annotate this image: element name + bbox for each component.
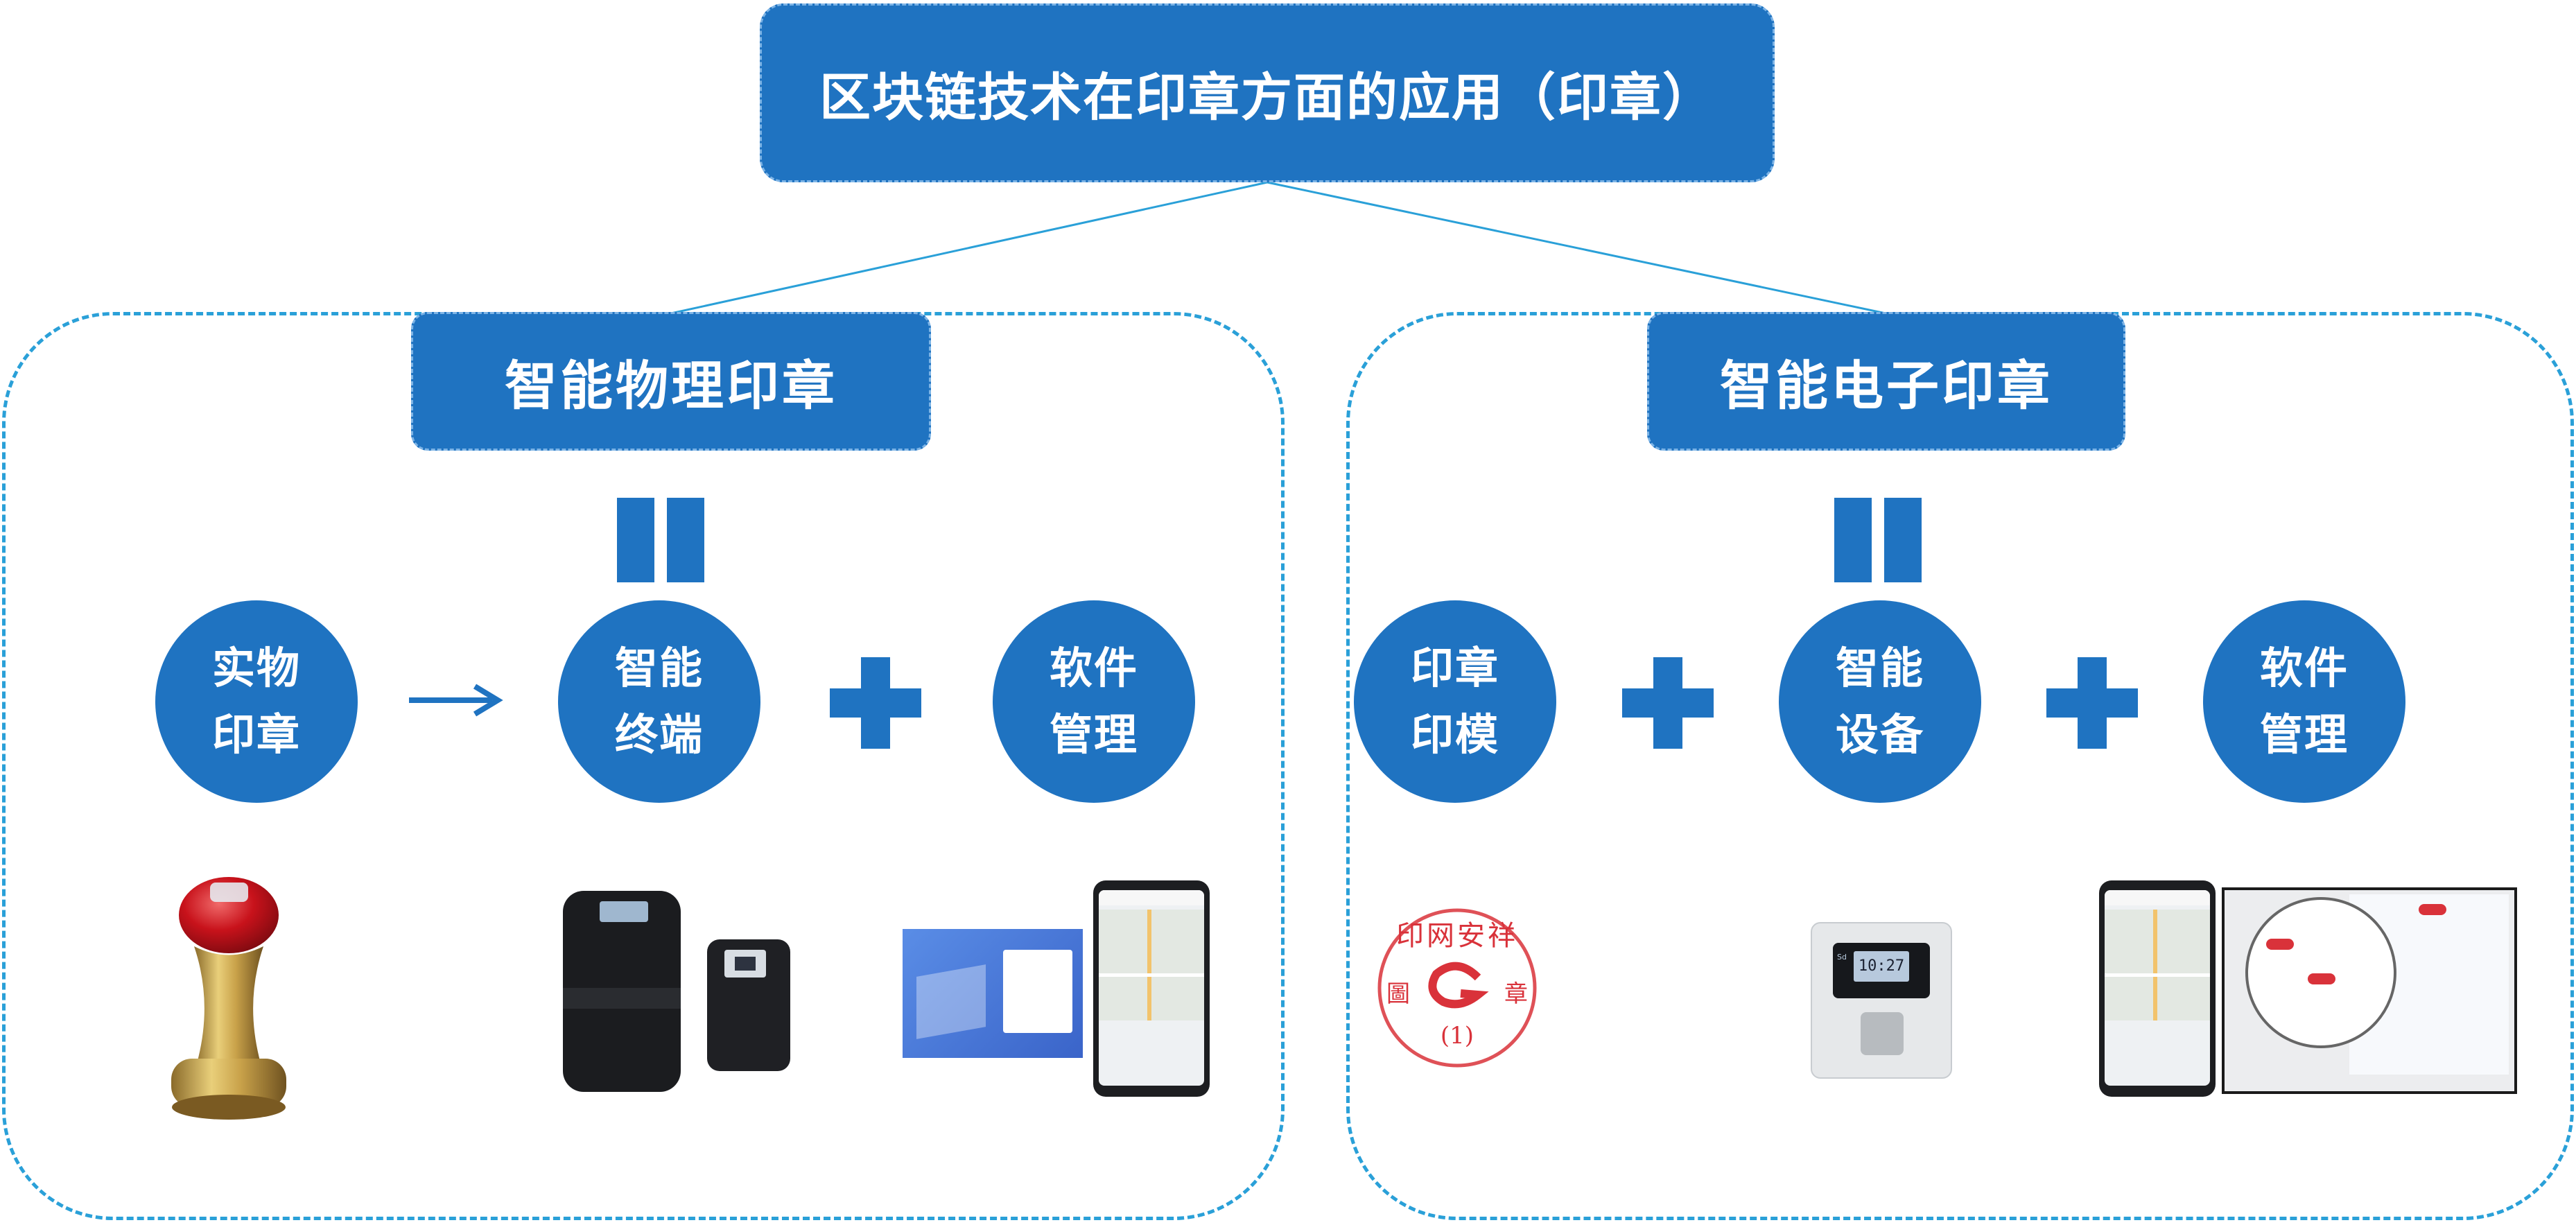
right-panel-heading: 智能电子印章 xyxy=(1720,355,2053,417)
circle-label-line1: 软件 xyxy=(1049,642,1138,693)
device-screen-time: 10:27 xyxy=(1858,957,1905,975)
smart-terminal-image xyxy=(563,891,790,1092)
seal-text-top: 印网安祥 xyxy=(1396,920,1518,952)
software-screen-image xyxy=(903,929,1083,1058)
circle-label-line1: 智能 xyxy=(614,642,704,693)
main-title-box: 区块链技术在印章方面的应用（印章） xyxy=(760,3,1775,182)
circle-label-line2: 管理 xyxy=(2259,709,2349,760)
phone-map-image-left xyxy=(1093,880,1210,1097)
monitor-image xyxy=(2222,887,2517,1094)
circle-label-line2: 终端 xyxy=(614,709,704,760)
seal-text-left: 圖 xyxy=(1386,980,1410,1008)
plus-icon-left xyxy=(830,657,921,749)
left-panel-heading-box: 智能物理印章 xyxy=(411,312,931,451)
circle-label-line1: 印章 xyxy=(1410,642,1499,693)
circle-label-line2: 设备 xyxy=(1835,709,1924,760)
circle-label-line2: 管理 xyxy=(1049,709,1138,760)
circle-seal-impression: 印章 印模 xyxy=(1354,600,1556,803)
circle-software-management-right: 软件 管理 xyxy=(2203,600,2405,803)
phone-map-image-right xyxy=(2099,880,2216,1097)
circle-label-line2: 印模 xyxy=(1410,709,1499,760)
circle-label-line2: 印章 xyxy=(211,709,301,760)
physical-stamp-image xyxy=(171,877,286,1120)
plus-icon-right-1 xyxy=(1622,657,1714,749)
right-panel-heading-box: 智能电子印章 xyxy=(1647,312,2125,451)
left-panel-heading: 智能物理印章 xyxy=(505,355,837,417)
circle-label-line1: 实物 xyxy=(211,642,301,693)
circle-software-management-left: 软件 管理 xyxy=(993,600,1195,803)
plus-icon-right-2 xyxy=(2046,657,2138,749)
main-title: 区块链技术在印章方面的应用（印章） xyxy=(819,67,1715,128)
circle-label-line1: 软件 xyxy=(2259,642,2349,693)
circle-label-line1: 智能 xyxy=(1835,642,1924,693)
circle-smart-terminal: 智能 终端 xyxy=(558,600,760,803)
seal-number: (1) xyxy=(1441,1022,1474,1050)
device-screen-label: Sd xyxy=(1837,953,1847,962)
circle-physical-seal: 实物 印章 xyxy=(155,600,358,803)
arrow-right-icon xyxy=(409,684,503,717)
red-seal-impression-image: 印网安祥 圖 章 (1) xyxy=(1377,908,1537,1068)
seal-text-right: 章 xyxy=(1504,980,1528,1008)
circle-smart-device: 智能 设备 xyxy=(1779,600,1981,803)
smart-device-image: 10:27 Sd xyxy=(1811,922,1952,1079)
